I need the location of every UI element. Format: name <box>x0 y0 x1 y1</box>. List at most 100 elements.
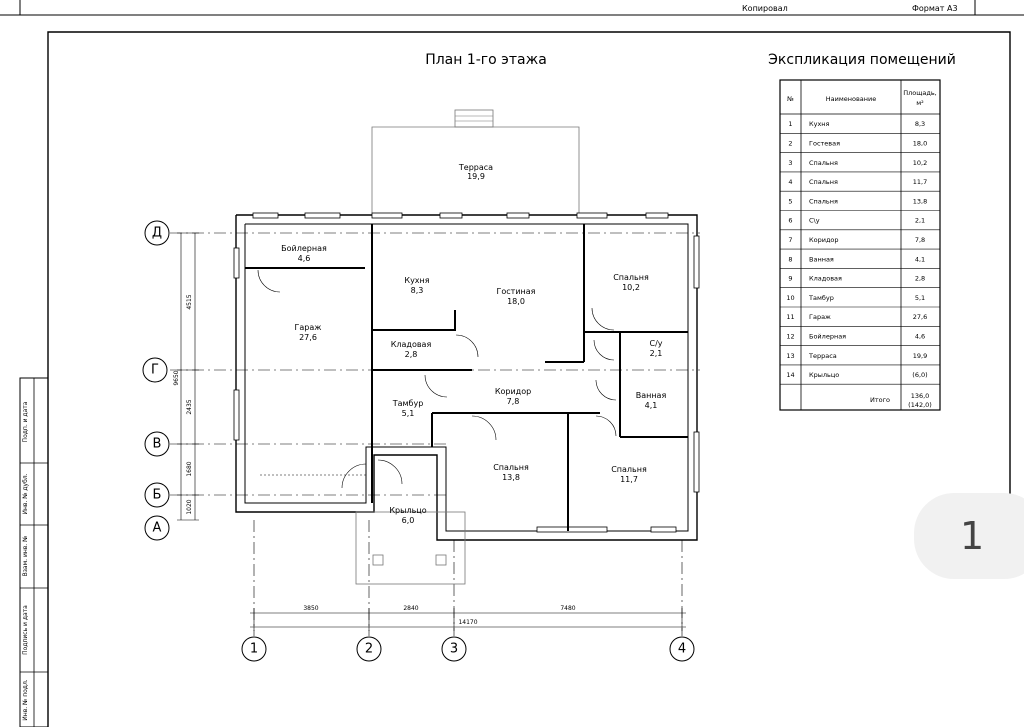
terrace <box>371 109 580 213</box>
axis-label-a: А <box>153 521 162 536</box>
room-terrace-area: 19,9 <box>467 172 485 181</box>
room-bedroom4-name: Спальня <box>611 465 647 474</box>
axis-label-2: 2 <box>365 642 373 657</box>
table-cell-no: 1 <box>788 120 792 128</box>
dim-left-4: 1020 <box>186 499 193 514</box>
table-cell-name: Гостевая <box>809 139 840 147</box>
room-boiler-area: 4,6 <box>298 254 311 263</box>
room-vestibule-name: Тамбур <box>392 399 424 408</box>
room-bathroom-area: 4,1 <box>645 401 658 410</box>
axis-label-b: Б <box>153 488 162 503</box>
porch <box>355 511 466 585</box>
table-cell-area: 4,6 <box>915 332 925 340</box>
table-total-value: 136,0 <box>911 392 930 400</box>
table-cell-name: Спальня <box>809 159 838 167</box>
bottom-dimension-chain <box>250 608 686 631</box>
table-cell-name: Кухня <box>809 120 830 128</box>
room-pantry-name: Кладовая <box>391 340 432 349</box>
axis-label-4: 4 <box>678 642 686 657</box>
format-label: Формат А3 <box>912 4 958 13</box>
copied-label: Копировал <box>742 4 788 13</box>
table-cell-no: 13 <box>786 352 794 360</box>
table-cell-no: 8 <box>788 255 792 263</box>
table-cell-area: 4,1 <box>915 255 925 263</box>
table-cell-area: 27,6 <box>913 313 927 321</box>
table-cell-name: Коридор <box>809 236 839 244</box>
room-bathroom-name: Ванная <box>636 391 667 400</box>
stamp-original-inventory: Инв. № подл. <box>22 679 29 720</box>
room-kitchen-name: Кухня <box>404 276 429 285</box>
room-boiler-name: Бойлерная <box>281 244 327 253</box>
table-header-name: Наименование <box>826 95 877 103</box>
table-total-value-2: (142,0) <box>908 401 932 409</box>
table-cell-name: Кладовая <box>809 275 842 283</box>
table-header-area: Площадь, <box>903 89 937 97</box>
door-swings <box>257 269 617 489</box>
room-corridor-name: Коридор <box>495 387 531 396</box>
table-cell-name: С\у <box>809 217 820 225</box>
interior-walls <box>245 224 688 531</box>
dim-bottom-2: 2840 <box>403 605 418 612</box>
room-porch-area: 6,0 <box>402 516 415 525</box>
room-kitchen-area: 8,3 <box>411 286 424 295</box>
table-cell-no: 4 <box>788 178 792 186</box>
dim-left-total: 9650 <box>173 370 180 385</box>
room-labels: Терраса 19,9 Бойлерная 4,6 Кухня 8,3 Гос… <box>281 163 666 525</box>
side-stamp-column: Подп. и дата Инв. № дубл. Взам. инв. № П… <box>19 377 49 727</box>
table-cell-area: 7,8 <box>915 236 925 244</box>
room-garage-name: Гараж <box>295 323 322 332</box>
table-cell-no: 2 <box>788 139 792 147</box>
table-cell-area: 2,1 <box>915 217 925 225</box>
room-bedroom4-area: 11,7 <box>620 475 638 484</box>
room-garage-area: 27,6 <box>299 333 317 342</box>
axis-markers-rows: Д Г В Б А <box>142 220 170 541</box>
table-cell-no: 3 <box>788 159 792 167</box>
dim-bottom-1: 3850 <box>303 605 318 612</box>
exterior-walls <box>233 212 700 541</box>
table-cell-area: 13,8 <box>913 197 927 205</box>
table-cell-area: 8,3 <box>915 120 925 128</box>
axis-markers-cols: 1 2 3 4 <box>241 636 695 662</box>
table-cell-area: 11,7 <box>913 178 927 186</box>
room-terrace-name: Терраса <box>458 163 493 172</box>
table-cell-area: 10,2 <box>913 159 927 167</box>
room-bedroom3-area: 10,2 <box>622 283 640 292</box>
room-wc-name: С/у <box>649 339 662 348</box>
table-cell-no: 14 <box>786 371 794 379</box>
room-wc-area: 2,1 <box>650 349 663 358</box>
stamp-dup-inventory: Инв. № дубл. <box>22 473 29 514</box>
table-cell-no: 9 <box>788 275 792 283</box>
table-cell-no: 11 <box>786 313 794 321</box>
room-living-name: Гостиная <box>497 287 536 296</box>
room-bedroom5-area: 13,8 <box>502 473 520 482</box>
table-cell-no: 12 <box>786 332 794 340</box>
page-number-badge[interactable]: 1 <box>914 493 1024 579</box>
table-cell-name: Гараж <box>809 313 831 321</box>
dim-left-1: 4515 <box>186 294 193 309</box>
page-number: 1 <box>960 514 985 558</box>
stamp-signature-date-2: Подпись и дата <box>22 605 29 655</box>
table-cell-no: 7 <box>788 236 792 244</box>
table-cell-area: 5,1 <box>915 294 925 302</box>
room-pantry-area: 2,8 <box>405 350 418 359</box>
table-cell-name: Спальня <box>809 197 838 205</box>
room-living-area: 18,0 <box>507 297 525 306</box>
plan-title: План 1-го этажа <box>425 52 547 68</box>
room-vestibule-area: 5,1 <box>402 409 415 418</box>
table-cell-name: Бойлерная <box>809 332 846 340</box>
table-cell-area: 2,8 <box>915 275 925 283</box>
table-cell-no: 5 <box>788 197 792 205</box>
table-cell-name: Терраса <box>808 352 837 360</box>
table-cell-no: 10 <box>786 294 794 302</box>
axis-label-d: Д <box>152 226 162 241</box>
title-block-strip: Копировал Формат А3 <box>0 0 1024 16</box>
table-cell-no: 6 <box>788 217 792 225</box>
table-cell-area: 18,0 <box>913 139 927 147</box>
table-cell-name: Крыльцо <box>809 371 839 379</box>
table-total-label: Итого <box>870 396 890 404</box>
table-header-no: № <box>786 95 794 103</box>
table-cell-name: Спальня <box>809 178 838 186</box>
stamp-replace-inventory: Взам. инв. № <box>22 536 29 577</box>
